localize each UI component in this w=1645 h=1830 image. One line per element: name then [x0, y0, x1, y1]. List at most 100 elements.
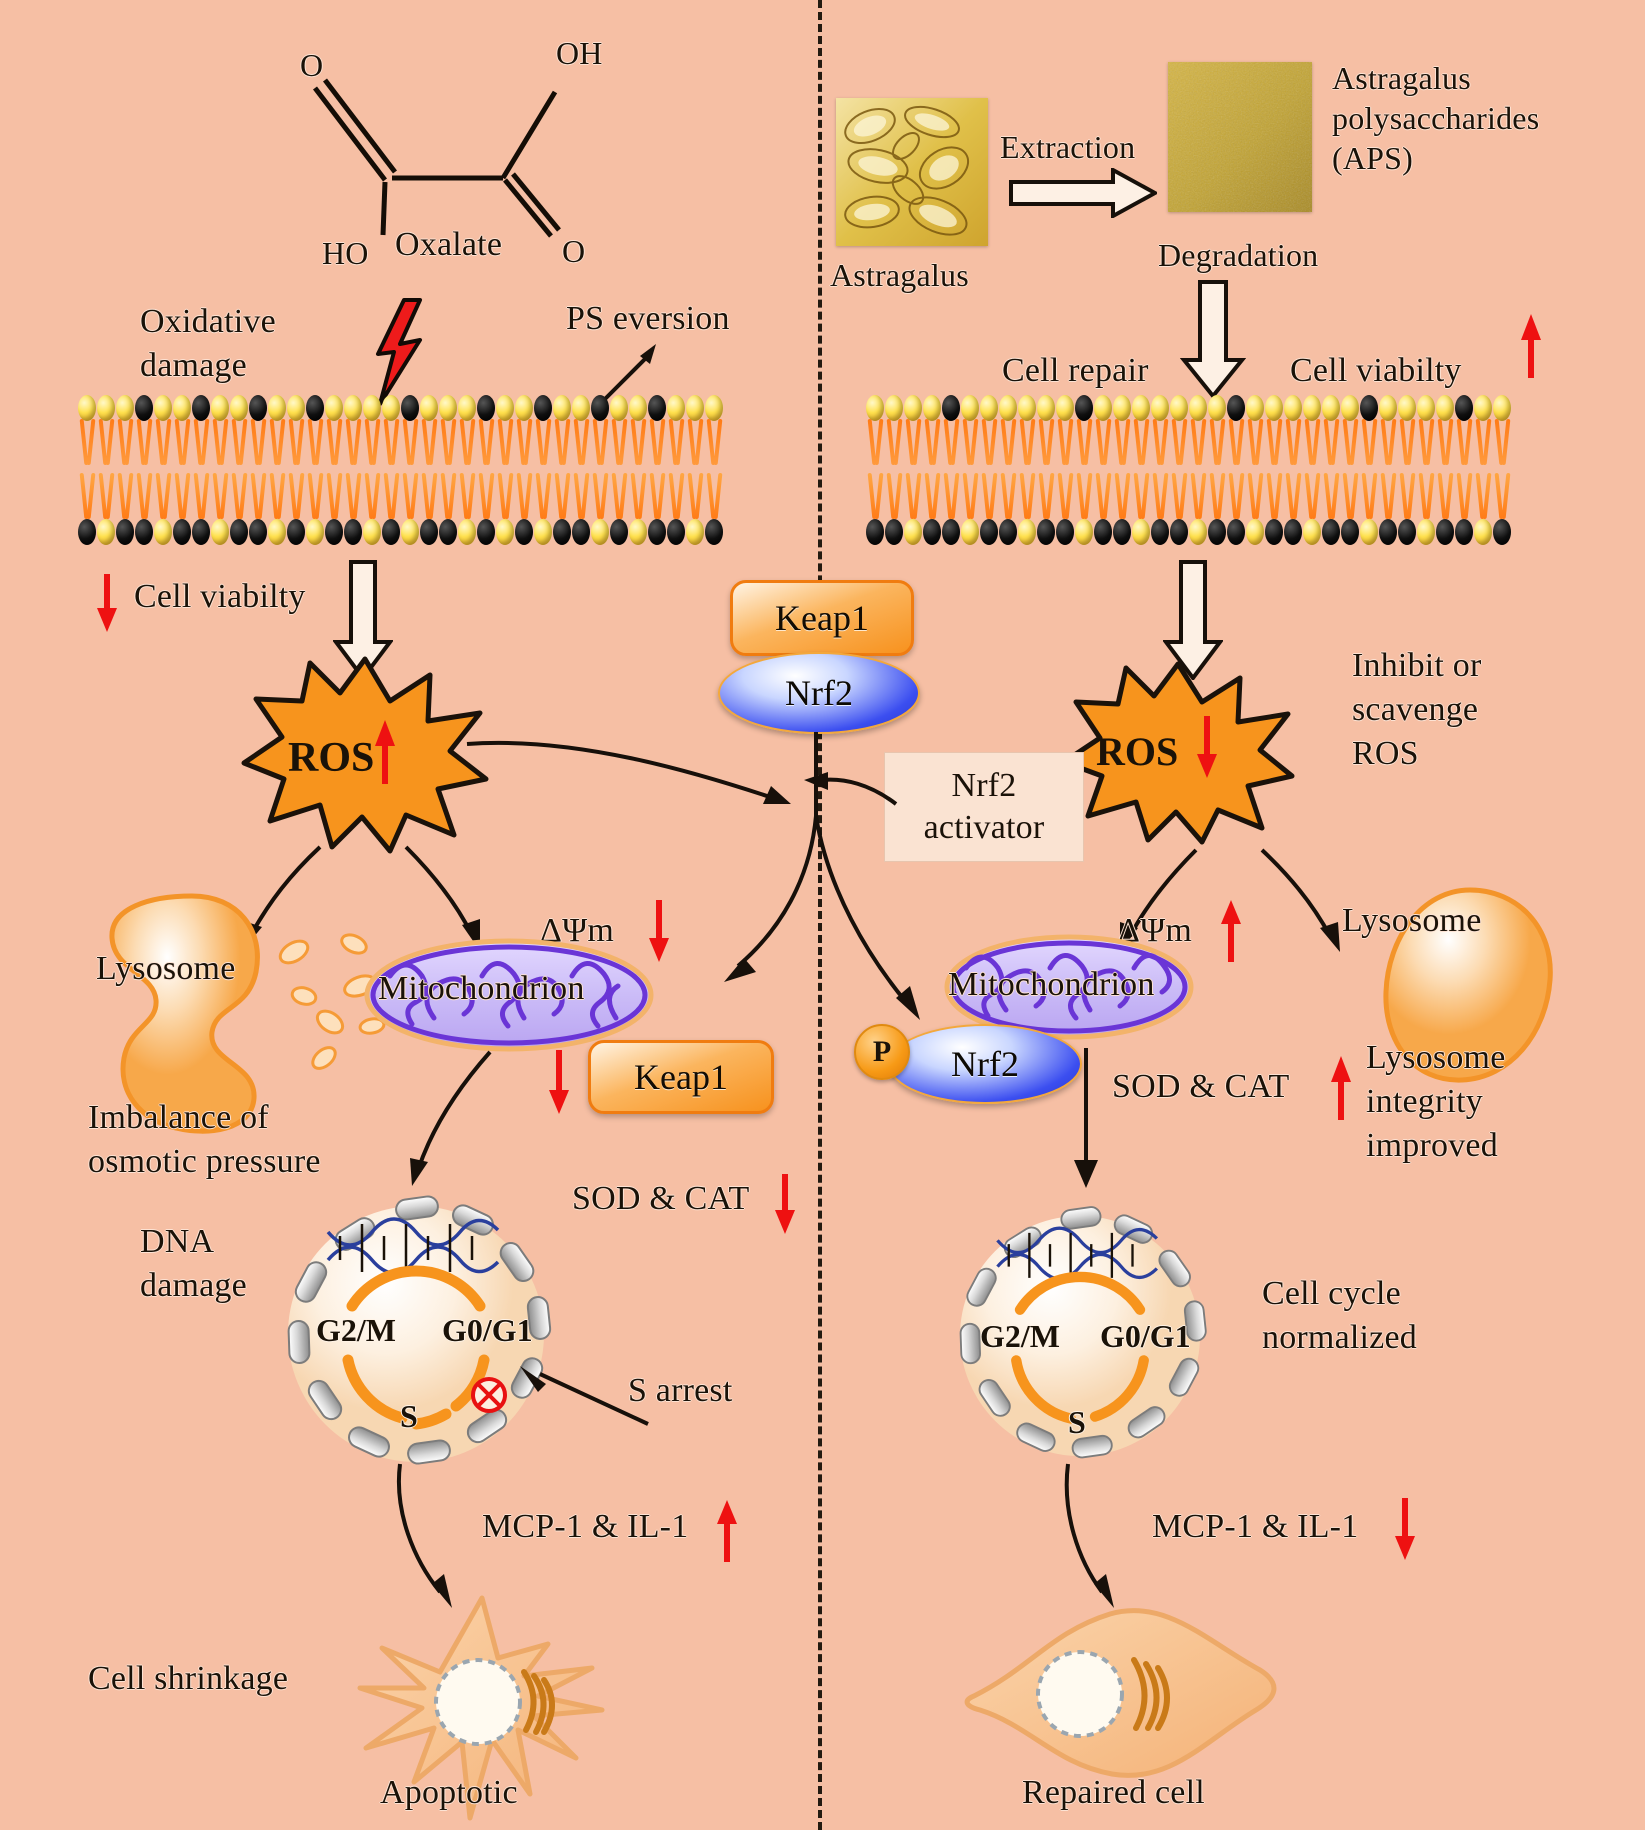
lipid-tail	[942, 419, 961, 465]
lipid-head	[980, 519, 998, 545]
lipid-tail	[1189, 419, 1208, 465]
repaired-cell-label: Repaired cell	[1022, 1774, 1205, 1811]
lipid-tail	[1037, 473, 1056, 519]
cell-shrinkage-label: Cell shrinkage	[88, 1660, 289, 1697]
lipid-tail	[1398, 419, 1417, 465]
lipid-head	[363, 519, 381, 545]
lipid-head	[1322, 519, 1340, 545]
lipid-tail	[1436, 419, 1455, 465]
ros-up-arrow-left	[375, 720, 395, 784]
lipid-head	[268, 395, 286, 421]
nrf2-label-right: Nrf2	[951, 1044, 1019, 1084]
lipid-head	[1398, 519, 1416, 545]
lipid-tail	[904, 473, 923, 519]
lipid-head	[591, 519, 609, 545]
lipid-tail	[980, 419, 999, 465]
ros-label-left: ROS	[288, 735, 375, 781]
lipid-tail	[1113, 473, 1132, 519]
lipid-tail	[211, 419, 230, 465]
lightning-bolt-icon	[376, 298, 422, 406]
lipid-tail	[268, 473, 287, 519]
lipid-head	[192, 395, 210, 421]
lipid-tail	[325, 419, 344, 465]
lipid-head	[458, 519, 476, 545]
cell-viability-label-right: Cell viabilty	[1290, 352, 1462, 389]
lipid-tail	[211, 473, 230, 519]
oxalate-atom-o-bottom-right: O	[562, 233, 586, 269]
lipid-head	[1379, 519, 1397, 545]
lipid-tail	[648, 473, 667, 519]
lipid-head	[1455, 519, 1473, 545]
lipid-tail	[866, 419, 885, 465]
lipid-head	[866, 395, 884, 421]
lipid-tail	[686, 473, 705, 519]
lipid-tail	[961, 473, 980, 519]
lipid-head	[1170, 395, 1188, 421]
lipid-tail	[363, 473, 382, 519]
lipid-head	[458, 395, 476, 421]
mitochondrion-label-left: Mitochondrion	[378, 970, 585, 1007]
lipid-tail	[401, 473, 420, 519]
cell-cycle-g0g1-right: G0/G1	[1100, 1318, 1191, 1354]
lipid-tail	[135, 419, 154, 465]
lipid-head	[1151, 519, 1169, 545]
keap1-box-center: Keap1	[730, 580, 914, 656]
lipid-tail	[1151, 419, 1170, 465]
lipid-tail	[325, 473, 344, 519]
lipid-tail	[116, 473, 135, 519]
lipid-tail	[667, 419, 686, 465]
lipid-tail	[1246, 419, 1265, 465]
lipid-head	[1303, 395, 1321, 421]
lipid-tail	[344, 419, 363, 465]
lipid-tail	[553, 419, 572, 465]
lipid-head	[135, 519, 153, 545]
lipid-head	[1018, 519, 1036, 545]
lipid-tail	[1303, 419, 1322, 465]
lipid-head	[866, 519, 884, 545]
cell-cycle-g2m-right: G2/M	[980, 1318, 1060, 1354]
lipid-tail	[230, 473, 249, 519]
lipid-head	[942, 519, 960, 545]
lipid-tail	[1379, 419, 1398, 465]
lipid-tail	[1284, 473, 1303, 519]
lipid-head	[1189, 395, 1207, 421]
cell-cycle-s-left: S	[400, 1398, 418, 1434]
ros-star-left	[241, 656, 489, 854]
lipid-head	[1474, 519, 1492, 545]
lipid-tail	[1398, 473, 1417, 519]
lipid-head	[648, 519, 666, 545]
mcp-il-down-arrow-right	[1395, 1498, 1415, 1560]
lipid-tail	[154, 419, 173, 465]
mitochondrion-right	[944, 934, 1194, 1040]
lipid-tail	[306, 419, 325, 465]
lipid-tail	[154, 473, 173, 519]
lipid-head	[885, 519, 903, 545]
lipid-tail	[534, 473, 553, 519]
lipid-tail	[1341, 419, 1360, 465]
lipid-tail	[1132, 419, 1151, 465]
lipid-head	[515, 395, 533, 421]
membrane-right	[866, 395, 1526, 555]
lipid-head	[249, 395, 267, 421]
lipid-tail	[515, 419, 534, 465]
oxalate-atom-o-top-left: O	[300, 47, 324, 83]
lipid-tail	[1360, 473, 1379, 519]
lipid-tail	[1436, 473, 1455, 519]
astragalus-label: Astragalus	[830, 257, 969, 293]
nucleus-right	[959, 1206, 1207, 1459]
oxalate-structure	[313, 78, 561, 238]
lipid-head	[211, 395, 229, 421]
mmp-up-arrow-right	[1221, 900, 1241, 962]
lipid-head	[629, 519, 647, 545]
lipid-tail	[1132, 473, 1151, 519]
lipid-tail	[382, 473, 401, 519]
astragalus-photo	[836, 98, 988, 246]
mcp-il-label-left: MCP-1 & IL-1	[482, 1508, 689, 1545]
lipid-head	[230, 395, 248, 421]
lipid-tail	[1170, 419, 1189, 465]
lipid-tail	[1322, 419, 1341, 465]
lipid-head	[553, 519, 571, 545]
lipid-tail	[1075, 473, 1094, 519]
keap1-label-center: Keap1	[775, 598, 869, 638]
lipid-tail	[1227, 473, 1246, 519]
